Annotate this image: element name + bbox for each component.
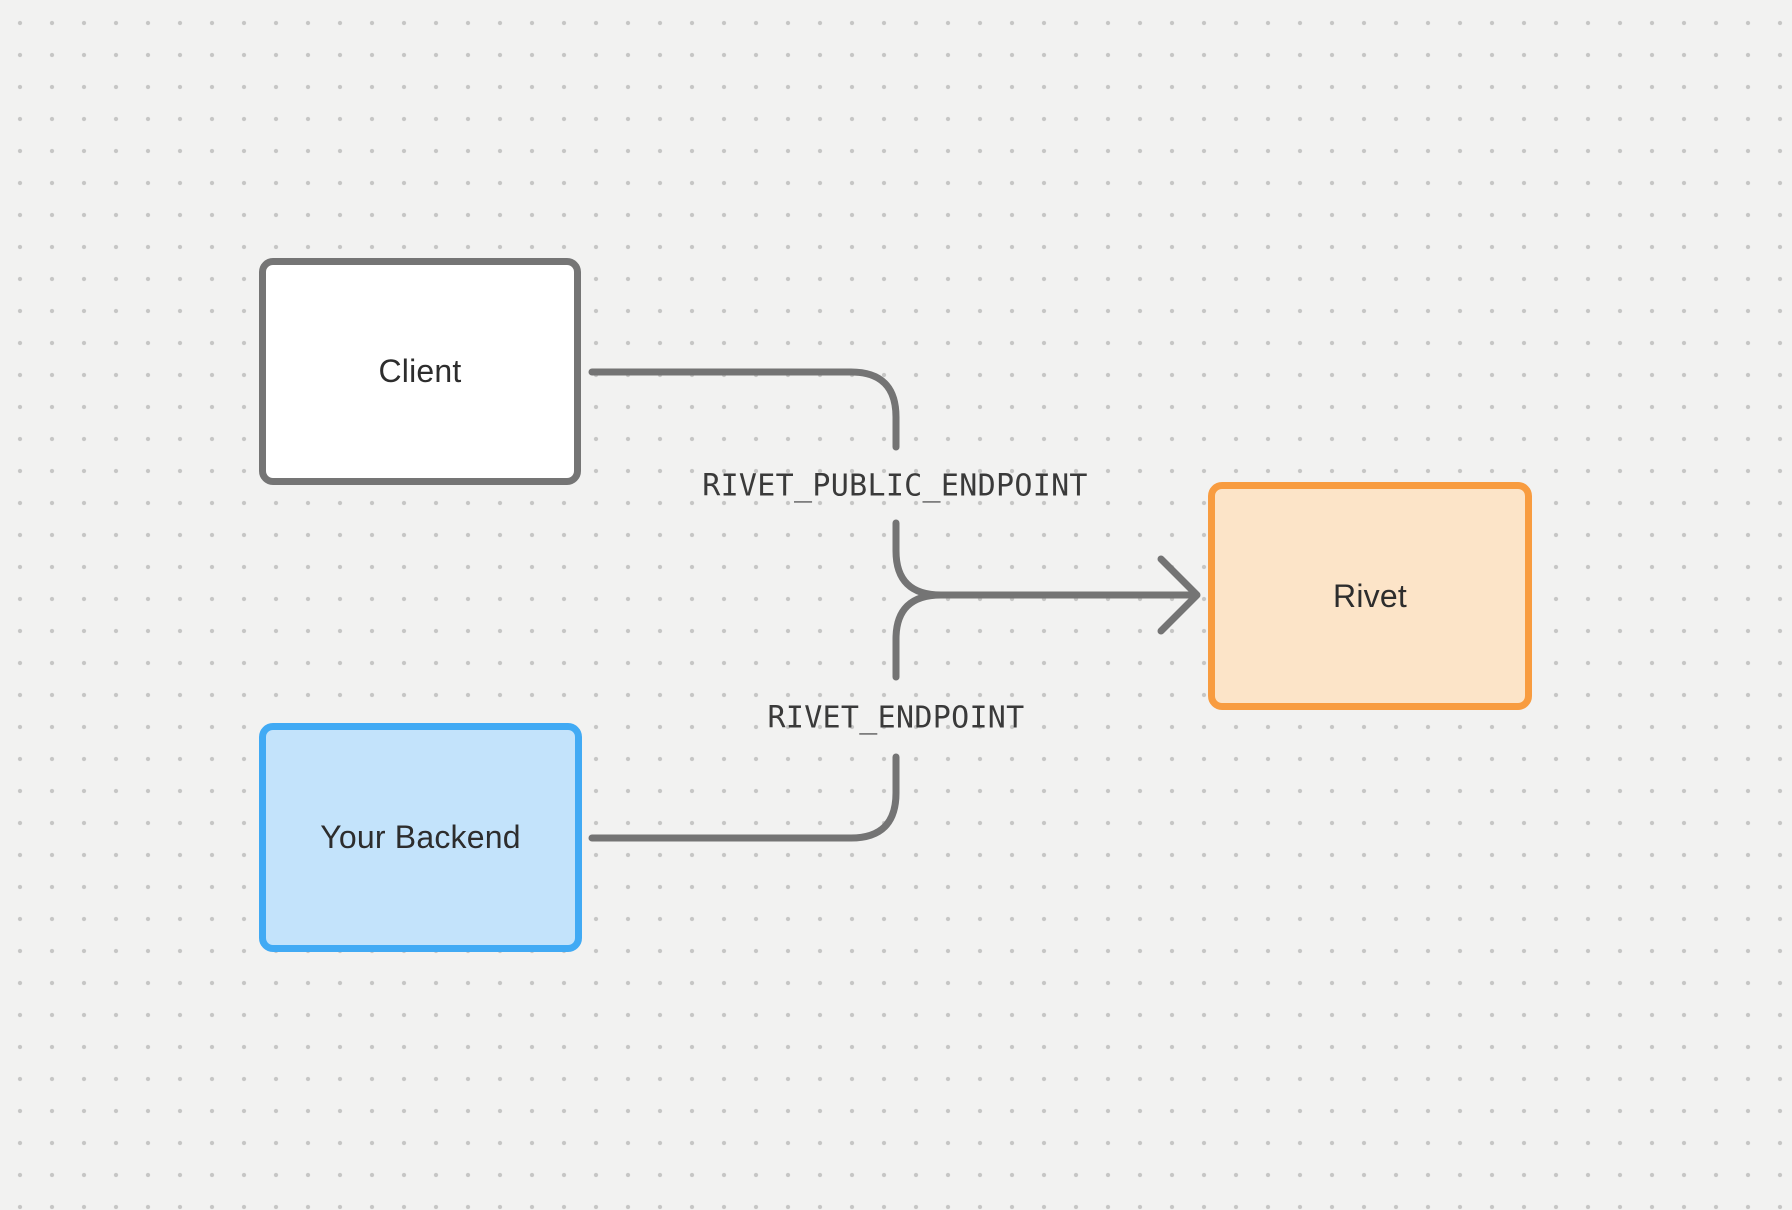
edge-label-rivet-endpoint: RIVET_ENDPOINT [767, 700, 1025, 736]
node-client-label: Client [378, 353, 462, 389]
edge-label-rivet-public-endpoint: RIVET_PUBLIC_ENDPOINT [702, 468, 1088, 504]
edge-backend-merge [892, 591, 945, 681]
node-your-backend-label: Your Backend [320, 819, 521, 855]
node-client: Client [259, 258, 581, 485]
edge-client-merge [892, 519, 945, 599]
node-rivet-label: Rivet [1333, 577, 1407, 614]
edge-backend-out [588, 753, 900, 842]
edge-client-out [588, 368, 900, 451]
node-your-backend: Your Backend [259, 723, 582, 952]
node-rivet: Rivet [1208, 482, 1532, 710]
arrowhead-icon [1157, 555, 1201, 635]
